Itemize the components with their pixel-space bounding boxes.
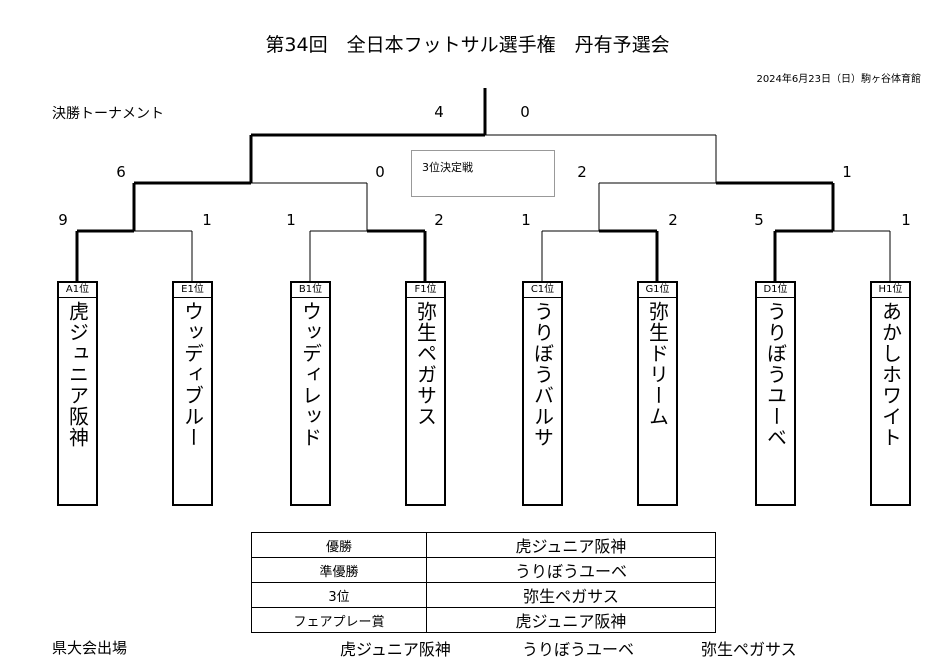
table-row: フェアプレー賞 虎ジュニア阪神 (251, 607, 716, 633)
team-card: G1位 弥生ドリーム (637, 281, 678, 506)
qf4-score-left: 5 (754, 211, 764, 229)
table-row: 準優勝 うりぼうユーベ (251, 557, 716, 583)
team-card: D1位 うりぼうユーベ (755, 281, 796, 506)
qf4-score-right: 1 (901, 211, 911, 229)
result-team: 虎ジュニア阪神 (426, 532, 716, 558)
team-name: ウッディレッド (298, 301, 323, 448)
table-row: 優勝 虎ジュニア阪神 (251, 532, 716, 558)
result-label: 優勝 (251, 532, 427, 558)
qf2-score-left: 1 (286, 211, 296, 229)
event-date-venue: 2024年6月23日（日）駒ヶ谷体育館 (756, 74, 921, 85)
team-card: C1位 うりぼうバルサ (522, 281, 563, 506)
final-score-left: 4 (434, 103, 444, 121)
team-card: A1位 虎ジュニア阪神 (57, 281, 98, 506)
third-place-playoff-box: 3位決定戦 (411, 150, 555, 197)
team-seed: H1位 (872, 283, 909, 298)
qualifier-team: うりぼうユーベ (522, 640, 635, 659)
qf2-score-right: 2 (434, 211, 444, 229)
team-seed: E1位 (174, 283, 211, 298)
result-team: 虎ジュニア阪神 (426, 607, 716, 633)
table-row: 3位 弥生ペガサス (251, 582, 716, 608)
team-seed: D1位 (757, 283, 794, 298)
results-table: 優勝 虎ジュニア阪神 準優勝 うりぼうユーベ 3位 弥生ペガサス フェアプレー賞… (251, 532, 716, 633)
team-card: H1位 あかしホワイト (870, 281, 911, 506)
result-label: 3位 (251, 582, 427, 608)
semi1-score-right: 0 (375, 163, 385, 181)
team-seed: G1位 (639, 283, 676, 298)
result-label: フェアプレー賞 (251, 607, 427, 633)
section-label: 決勝トーナメント (52, 106, 164, 122)
qf3-score-left: 1 (521, 211, 531, 229)
qf3-score-right: 2 (668, 211, 678, 229)
result-label: 準優勝 (251, 557, 427, 583)
qualifier-team: 弥生ペガサス (701, 640, 797, 659)
team-card: E1位 ウッディブルー (172, 281, 213, 506)
qualifier-team: 虎ジュニア阪神 (340, 640, 451, 659)
qualifiers-label: 県大会出場 (52, 639, 128, 657)
team-name: 弥生ペガサス (413, 301, 438, 427)
team-seed: C1位 (524, 283, 561, 298)
final-score-right: 0 (520, 103, 530, 121)
team-name: 虎ジュニア阪神 (65, 301, 90, 448)
result-team: うりぼうユーベ (426, 557, 716, 583)
semi2-score-left: 2 (577, 163, 587, 181)
result-team: 弥生ペガサス (426, 582, 716, 608)
team-card: B1位 ウッディレッド (290, 281, 331, 506)
team-name: あかしホワイト (878, 301, 903, 448)
team-name: うりぼうユーベ (763, 301, 788, 448)
team-card: F1位 弥生ペガサス (405, 281, 446, 506)
semi1-score-left: 6 (116, 163, 126, 181)
semi2-score-right: 1 (842, 163, 852, 181)
page-title: 第34回 全日本フットサル選手権 丹有予選会 (265, 34, 670, 56)
team-seed: F1位 (407, 283, 444, 298)
team-name: うりぼうバルサ (530, 301, 555, 448)
third-place-label: 3位決定戦 (422, 161, 473, 174)
team-name: 弥生ドリーム (645, 301, 670, 427)
team-seed: A1位 (59, 283, 96, 298)
qf1-score-right: 1 (202, 211, 212, 229)
qf1-score-left: 9 (58, 211, 68, 229)
team-name: ウッディブルー (180, 301, 205, 448)
team-seed: B1位 (292, 283, 329, 298)
